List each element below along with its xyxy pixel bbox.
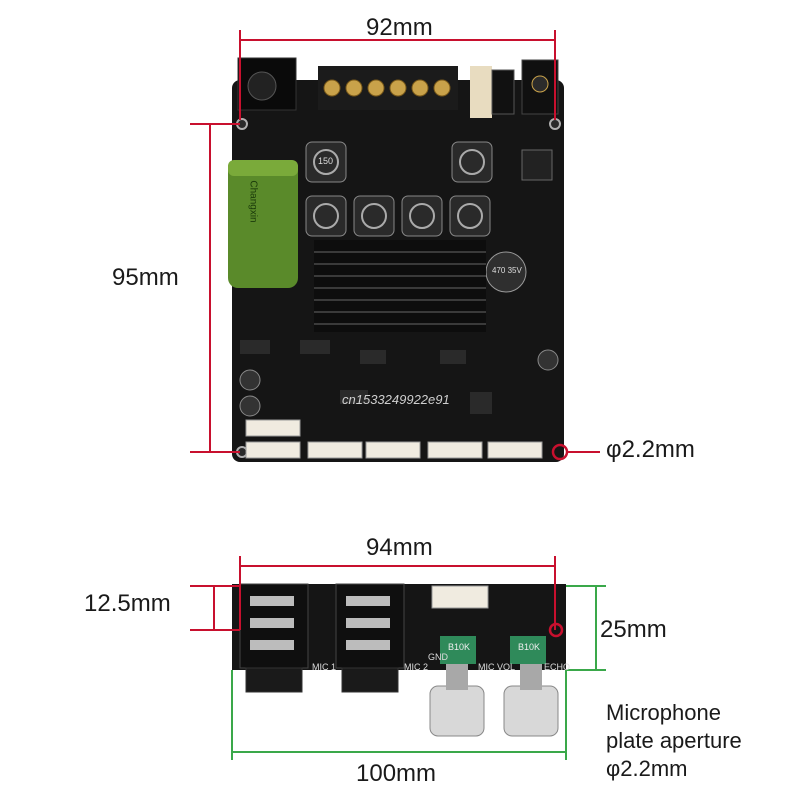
board-mic1-label: MIC 1 xyxy=(312,662,337,672)
board-choke-label: 150 xyxy=(318,156,334,166)
dim-lines-mic-red xyxy=(190,556,564,638)
amplifier-board xyxy=(228,57,564,462)
dim-top-height: 95mm xyxy=(112,264,179,291)
dim-mic-height: 25mm xyxy=(600,616,667,643)
board-mic2-label: MIC 2 xyxy=(404,662,429,672)
dim-mic-bottom-width: 100mm xyxy=(356,760,437,787)
dim-mic-top-width: 94mm xyxy=(366,534,433,561)
dim-mic-hole-offset: 12.5mm xyxy=(84,590,171,617)
caption-line-1: Microphone xyxy=(606,700,721,725)
board-gnd-label: GND xyxy=(428,652,448,662)
dim-top-width: 92mm xyxy=(366,14,433,41)
dim-top-hole: φ2.2mm xyxy=(606,436,695,463)
board-cap2-label: 470 35V xyxy=(492,266,522,275)
watermark: cn1533249922e91 xyxy=(342,392,450,407)
board-echo-label: ECHO xyxy=(544,662,571,672)
board-micvol-label: MIC VOL xyxy=(478,662,516,672)
board-pot-label-2: B10K xyxy=(518,642,541,652)
board-pot-label-1: B10K xyxy=(448,642,471,652)
dim-lines-top xyxy=(190,30,600,461)
caption-line-2: plate aperture xyxy=(606,728,742,753)
dim-lines-mic-green xyxy=(231,585,606,760)
mic-board xyxy=(232,583,566,737)
caption-line-3: φ2.2mm xyxy=(606,756,688,781)
board-cap-brand: Changxin xyxy=(247,180,259,223)
